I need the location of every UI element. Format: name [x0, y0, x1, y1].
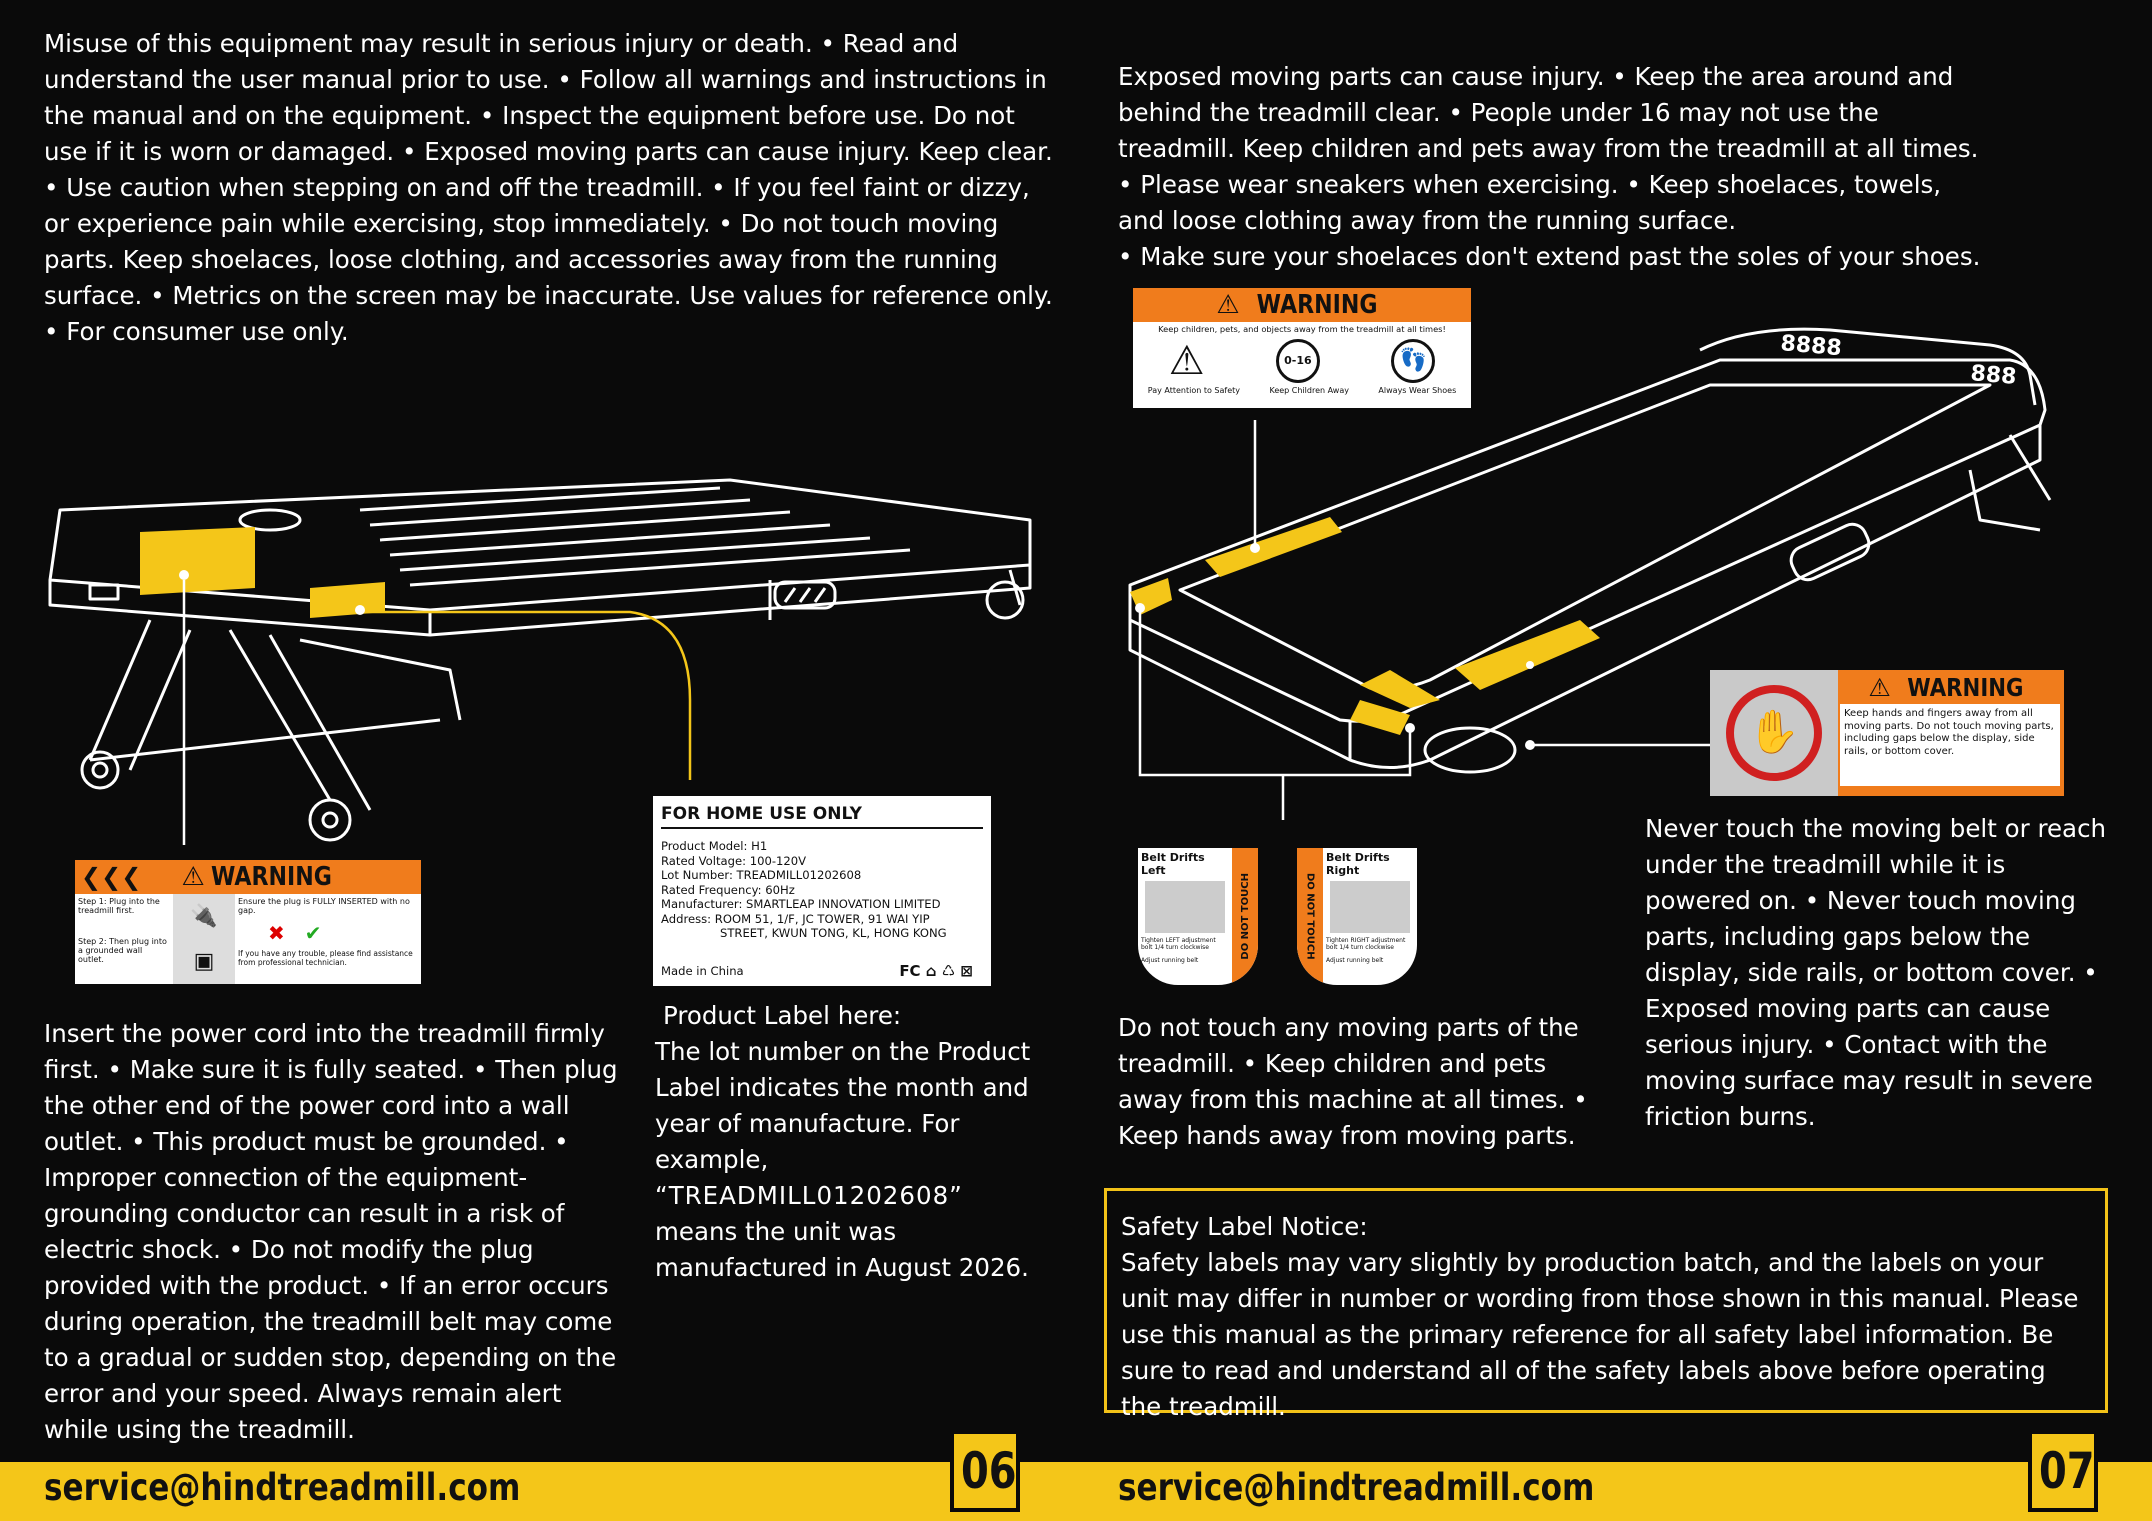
safety-label-notice: Safety Label Notice: Safety labels may v…	[1104, 1188, 2108, 1421]
hands-warning-label: ✋ ⚠ WARNING Keep hands and fingers away …	[1710, 670, 2064, 796]
treadmill-side-illustration	[48, 478, 1032, 845]
belt-drift-right-label: DO NOT TOUCH Belt Drifts Right Tighten R…	[1297, 848, 1417, 985]
no-touch-hand-icon: ✋	[1726, 685, 1822, 781]
incorrect-plug-icon: ✖	[268, 921, 285, 945]
power-cord-instructions: Insert the power cord into the treadmill…	[44, 1019, 618, 1444]
page-number-right: 07	[2028, 1430, 2098, 1512]
warning-triangle-icon: ⚠	[181, 862, 205, 892]
treadmill-top-illustration: 8888 888	[1128, 327, 2052, 820]
product-label-note: Product Label here: The lot number on th…	[655, 1001, 1031, 1282]
support-email-right: service@hindtreadmill.com	[1118, 1466, 1595, 1509]
left-intro-text: Misuse of this equipment may result in s…	[44, 29, 1053, 346]
belt-diagram-icon	[1330, 881, 1410, 933]
right-intro-text: Exposed moving parts can cause injury. •…	[1118, 62, 1981, 271]
support-email-left: service@hindtreadmill.com	[44, 1466, 521, 1509]
warning-triangle-icon: ⚠	[1216, 290, 1240, 320]
correct-plug-icon: ✔	[304, 921, 322, 945]
moving-parts-text: Do not touch any moving parts of the tre…	[1118, 1013, 1588, 1150]
children-safety-warning-label: ⚠ WARNING Keep children, pets, and objec…	[1133, 288, 1471, 408]
warning-triangle-icon: ⚠	[1868, 672, 1891, 702]
no-children-icon: 0-16	[1275, 339, 1320, 383]
footer-bar	[0, 1462, 2152, 1521]
power-cord-warning-label: ❮❮❮ ⚠ WARNING Step 1: Plug into the trea…	[75, 860, 421, 984]
belt-drift-left-label: Belt Drifts Left Tighten LEFT adjustment…	[1138, 848, 1258, 985]
chevron-left-icon: ❮❮❮	[81, 863, 142, 891]
wall-outlet-icon: ▣	[193, 949, 215, 974]
belt-warning-text: Never touch the moving belt or reach und…	[1645, 814, 2107, 1131]
page-number-left: 06	[950, 1430, 1020, 1512]
attention-triangle-icon: ⚠	[1168, 338, 1205, 384]
belt-diagram-icon	[1145, 881, 1225, 933]
console-display-left: 8888	[1779, 331, 1842, 361]
console-display-right: 888	[1969, 361, 2017, 390]
power-plug-icon: 🔌	[190, 904, 218, 929]
product-label: FOR HOME USE ONLY Product Model: H1 Rate…	[653, 796, 991, 986]
wear-shoes-icon: 👣	[1391, 339, 1436, 383]
certification-marks-icon: FC ⌂ ♺ ⊠	[899, 962, 973, 980]
